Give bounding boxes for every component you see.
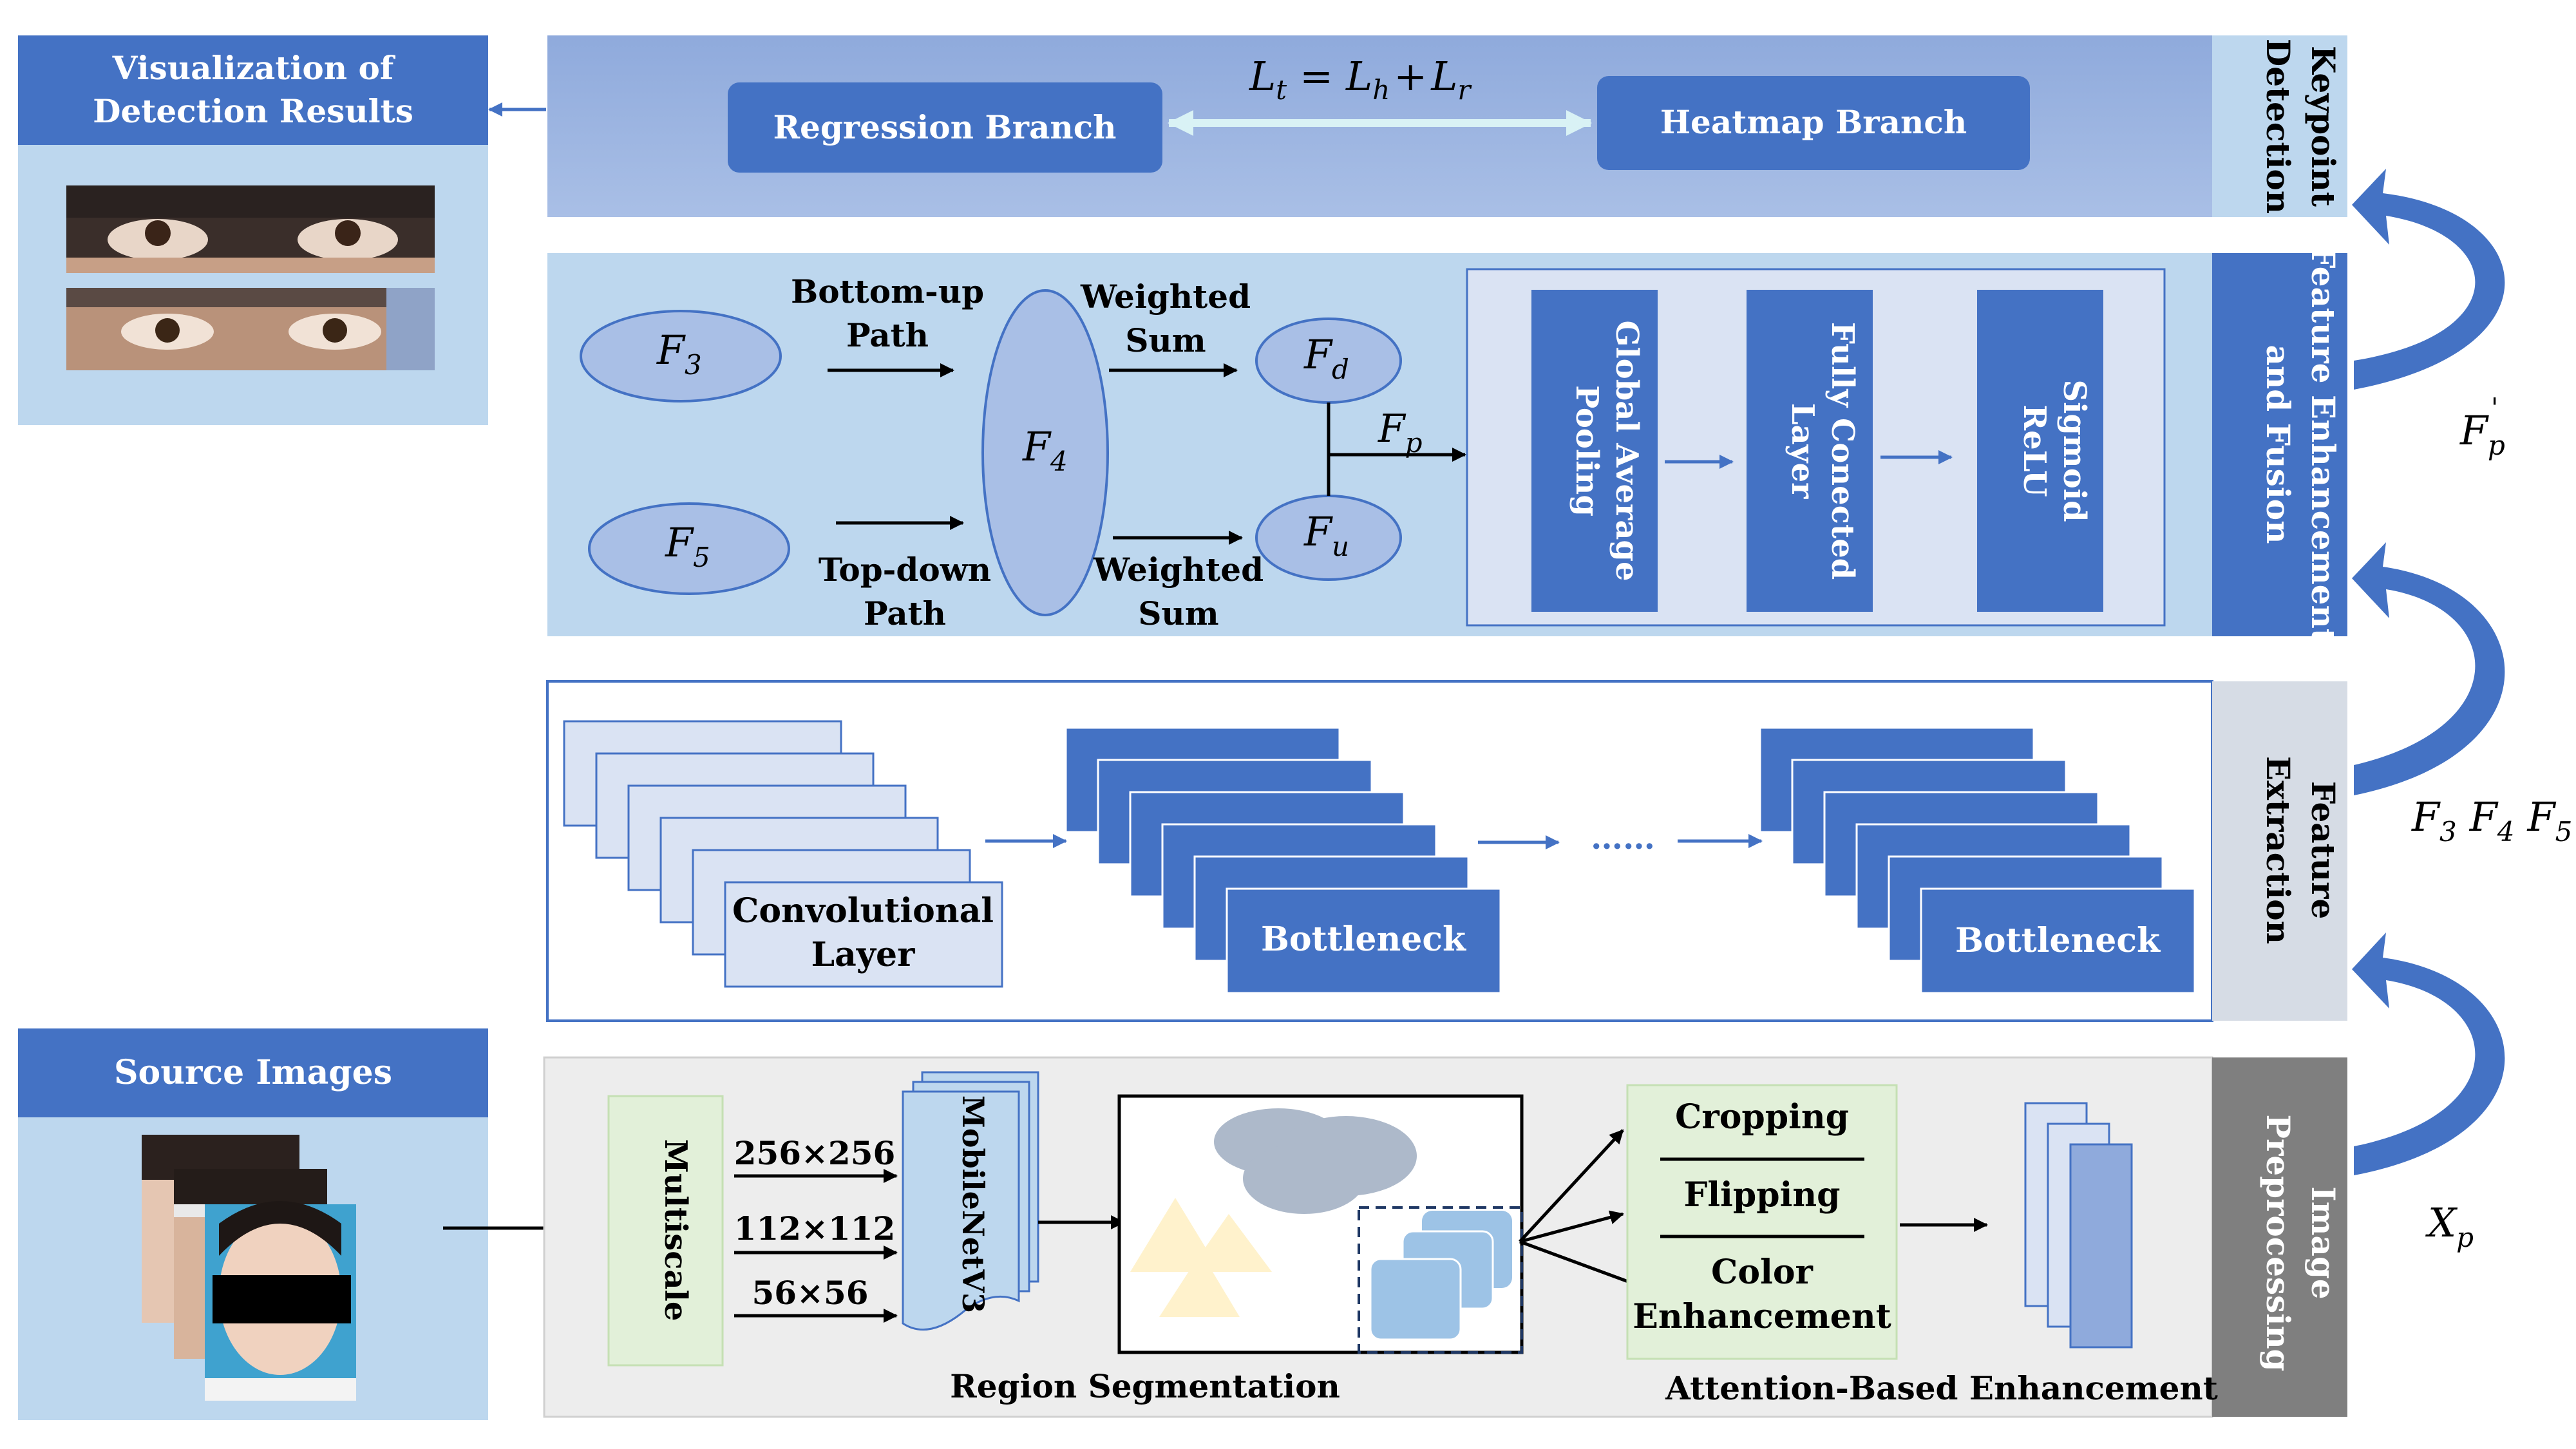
- conv-label-line2: Layer: [811, 935, 916, 974]
- multiscale-label: Multiscale: [658, 1139, 694, 1321]
- eye-photo-top: [66, 185, 435, 273]
- extraction-panel: Feature Extraction Convolutional Layer B…: [546, 680, 2347, 1022]
- attention-enhancement-label: Attention-Based Enhancement: [1665, 1369, 2218, 1407]
- activation-label-line1: Sigmoid: [2056, 379, 2092, 522]
- vis-title-line1: Visualization of: [112, 49, 396, 87]
- scale-112-label: 112×112: [734, 1209, 896, 1247]
- color-enh-label-line1: Color: [1711, 1253, 1814, 1292]
- conv-label-line1: Convolutional: [732, 891, 994, 931]
- color-enh-label-line2: Enhancement: [1633, 1297, 1891, 1336]
- bottleneck-stack-1: [1065, 726, 1502, 994]
- scale-56-label: 56×56: [752, 1274, 868, 1312]
- f5-node: [588, 502, 790, 595]
- fan-arrow-crop: [1519, 1129, 1624, 1243]
- activation-box: [1977, 290, 2103, 612]
- preprocess-output-stack: [2024, 1102, 2133, 1349]
- weighted-sum-bottom-line1: Weighted: [1093, 551, 1264, 589]
- bottleneck-stack-2: [1759, 726, 2196, 994]
- keypoint-label-line1: Keypoint: [2304, 46, 2342, 207]
- multiscale-box: [607, 1095, 724, 1367]
- weighted-sum-bottom-line2: Sum: [1138, 594, 1218, 632]
- segmentation-triangles: [1130, 1198, 1272, 1317]
- source-images-panel: Source Images: [18, 1028, 488, 1420]
- weighted-sum-top-line1: Weighted: [1080, 278, 1251, 316]
- fc-label-line1: Fully Conected: [1824, 322, 1861, 580]
- ellipsis-dots: ……: [1591, 819, 1655, 857]
- bottom-up-label-line1: Bottom-up: [791, 272, 984, 310]
- fc-label-line2: Layer: [1785, 403, 1821, 499]
- face-photo-front: [205, 1201, 356, 1401]
- augmentation-box: [1626, 1084, 1898, 1360]
- activation-label-line2: ReLU: [2016, 404, 2052, 497]
- bottleneck-2-label: Bottleneck: [1955, 921, 2161, 960]
- fusion-panel: Feature Enhancement and Fusion F3 F5 Bot…: [547, 245, 2347, 643]
- loss-equation: Lt=Lh+Lr: [1249, 53, 1472, 106]
- fan-arrow-flip: [1519, 1210, 1624, 1244]
- fusion-label-line2: and Fusion: [2259, 345, 2297, 544]
- fully-connected-box: [1747, 290, 1873, 612]
- eye-photo-bottom: [66, 288, 435, 370]
- keypoint-detection-panel: Keypoint Detection Regression Branch Hea…: [547, 35, 2347, 217]
- fusion-label-line1: Feature Enhancement: [2304, 245, 2342, 643]
- top-down-label-line1: Top-down: [819, 551, 991, 589]
- regression-branch-label: Regression Branch: [773, 108, 1116, 146]
- keypoint-label-line2: Detection: [2259, 39, 2297, 214]
- fp-label: Fp: [1378, 406, 1423, 459]
- cropping-label: Cropping: [1675, 1097, 1849, 1137]
- heatmap-branch-box: [1597, 76, 2030, 170]
- fan-arrow-color: [1519, 1240, 1647, 1291]
- extraction-label-line1: Feature: [2304, 781, 2342, 920]
- segmentation-blobs: [1214, 1108, 1417, 1214]
- region-segmentation-label: Region Segmentation: [950, 1367, 1340, 1405]
- flipping-label: Flipping: [1683, 1175, 1840, 1215]
- f5-node-label: F5: [665, 519, 710, 573]
- f4-node: [981, 289, 1109, 616]
- bottleneck-1-label: Bottleneck: [1261, 920, 1466, 959]
- visualization-panel: Visualization of Detection Results: [18, 35, 488, 425]
- heatmap-branch-label: Heatmap Branch: [1660, 103, 1967, 141]
- bottom-up-label-line2: Path: [846, 316, 929, 354]
- curved-arrow-bottom: [2352, 933, 2505, 1175]
- mobilenet-label: MobileNetV3: [956, 1095, 990, 1313]
- vis-title-line2: Detection Results: [93, 92, 413, 130]
- fu-node-label: Fu: [1303, 508, 1349, 562]
- f3-node: [580, 310, 782, 402]
- scale-256-label: 256×256: [734, 1134, 896, 1172]
- segmentation-roi-squares: [1369, 1211, 1512, 1341]
- preprocess-label-line1: Image: [2304, 1186, 2342, 1299]
- segmentation-roi-dashed: [1358, 1206, 1523, 1354]
- fd-node-label: Fd: [1303, 331, 1349, 385]
- f4-node-label: F4: [1022, 423, 1068, 477]
- f3-node-label: F3: [656, 327, 702, 381]
- fp-prime-label: Fp': [2459, 392, 2505, 461]
- xp-label: Xp: [2425, 1199, 2474, 1253]
- curved-arrow-top: [2352, 169, 2505, 390]
- top-down-label-line2: Path: [864, 594, 946, 632]
- extraction-label-line2: Extraction: [2259, 756, 2297, 944]
- gap-label-line1: Global Average: [1609, 320, 1645, 581]
- mobilenet-stack: [902, 1071, 1039, 1331]
- weighted-sum-top-line2: Sum: [1125, 321, 1206, 359]
- preprocess-label-line2: Preprocessing: [2259, 1114, 2297, 1371]
- gap-label-line2: Pooling: [1569, 385, 1605, 516]
- curved-arrow-middle: [2352, 542, 2505, 795]
- conv-layer-stack: [563, 720, 1003, 988]
- regression-branch-box: [728, 82, 1162, 173]
- global-avg-pool-box: [1531, 290, 1658, 612]
- preprocess-panel: Image Preprocessing Multiscale 256×256 1…: [543, 1056, 2347, 1418]
- source-images-title: Source Images: [114, 1053, 392, 1092]
